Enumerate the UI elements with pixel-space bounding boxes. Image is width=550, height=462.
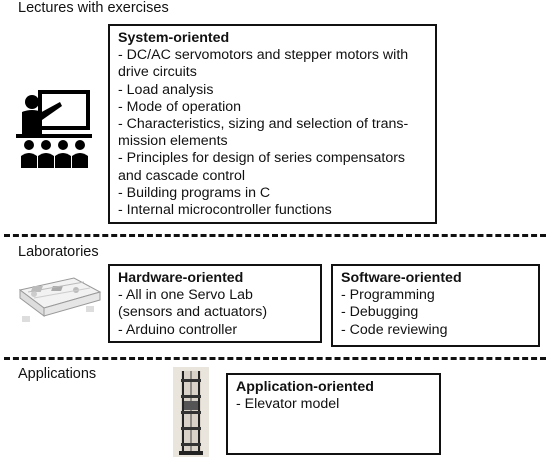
list-item: - Building programs in C — [118, 184, 271, 201]
list-item: (sensors and actuators) — [118, 304, 268, 321]
list-item: - Mode of operation — [118, 98, 242, 115]
bullet-list: - DC/AC servomotors and stepper motors w… — [118, 47, 427, 219]
section-divider — [4, 357, 546, 360]
section-label-applications: Applications — [18, 366, 97, 382]
box-title: System-oriented — [118, 30, 230, 46]
list-item: - DC/AC servomotors and stepper motors w… — [118, 47, 409, 64]
section-divider — [4, 234, 546, 237]
box-software-oriented: Software-oriented - Programming - Debugg… — [331, 264, 540, 347]
servo-lab-board-icon — [14, 272, 102, 328]
box-title: Software-oriented — [341, 270, 462, 286]
classroom-teacher-icon — [16, 88, 92, 168]
list-item: and cascade control — [118, 167, 245, 184]
list-item: - Programming — [341, 287, 435, 304]
list-item: - Principles for design of series compen… — [118, 150, 406, 167]
section-label-lectures: Lectures with exercises — [18, 0, 169, 16]
bullet-list: - All in one Servo Lab (sensors and actu… — [118, 287, 312, 339]
section-label-laboratories: Laboratories — [18, 244, 99, 260]
list-item: mission elements — [118, 133, 228, 150]
elevator-model-icon — [173, 367, 209, 457]
list-item: - Elevator model — [236, 396, 340, 413]
box-application-oriented: Application-oriented - Elevator model — [226, 373, 441, 455]
list-item: - Code reviewing — [341, 321, 448, 338]
bullet-list: - Programming - Debugging - Code reviewi… — [341, 287, 530, 339]
list-item: - All in one Servo Lab — [118, 287, 253, 304]
list-item: - Internal microcontroller functions — [118, 202, 332, 219]
bullet-list: - Elevator model — [236, 396, 431, 413]
box-title: Application-oriented — [236, 379, 374, 395]
box-system-oriented: System-oriented - DC/AC servomotors and … — [108, 24, 437, 224]
list-item: - Characteristics, sizing and selection … — [118, 116, 409, 133]
list-item: - Arduino controller — [118, 321, 238, 338]
box-title: Hardware-oriented — [118, 270, 244, 286]
list-item: - Load analysis — [118, 81, 214, 98]
list-item: - Debugging — [341, 304, 419, 321]
box-hardware-oriented: Hardware-oriented - All in one Servo Lab… — [108, 264, 322, 343]
list-item: drive circuits — [118, 64, 197, 81]
